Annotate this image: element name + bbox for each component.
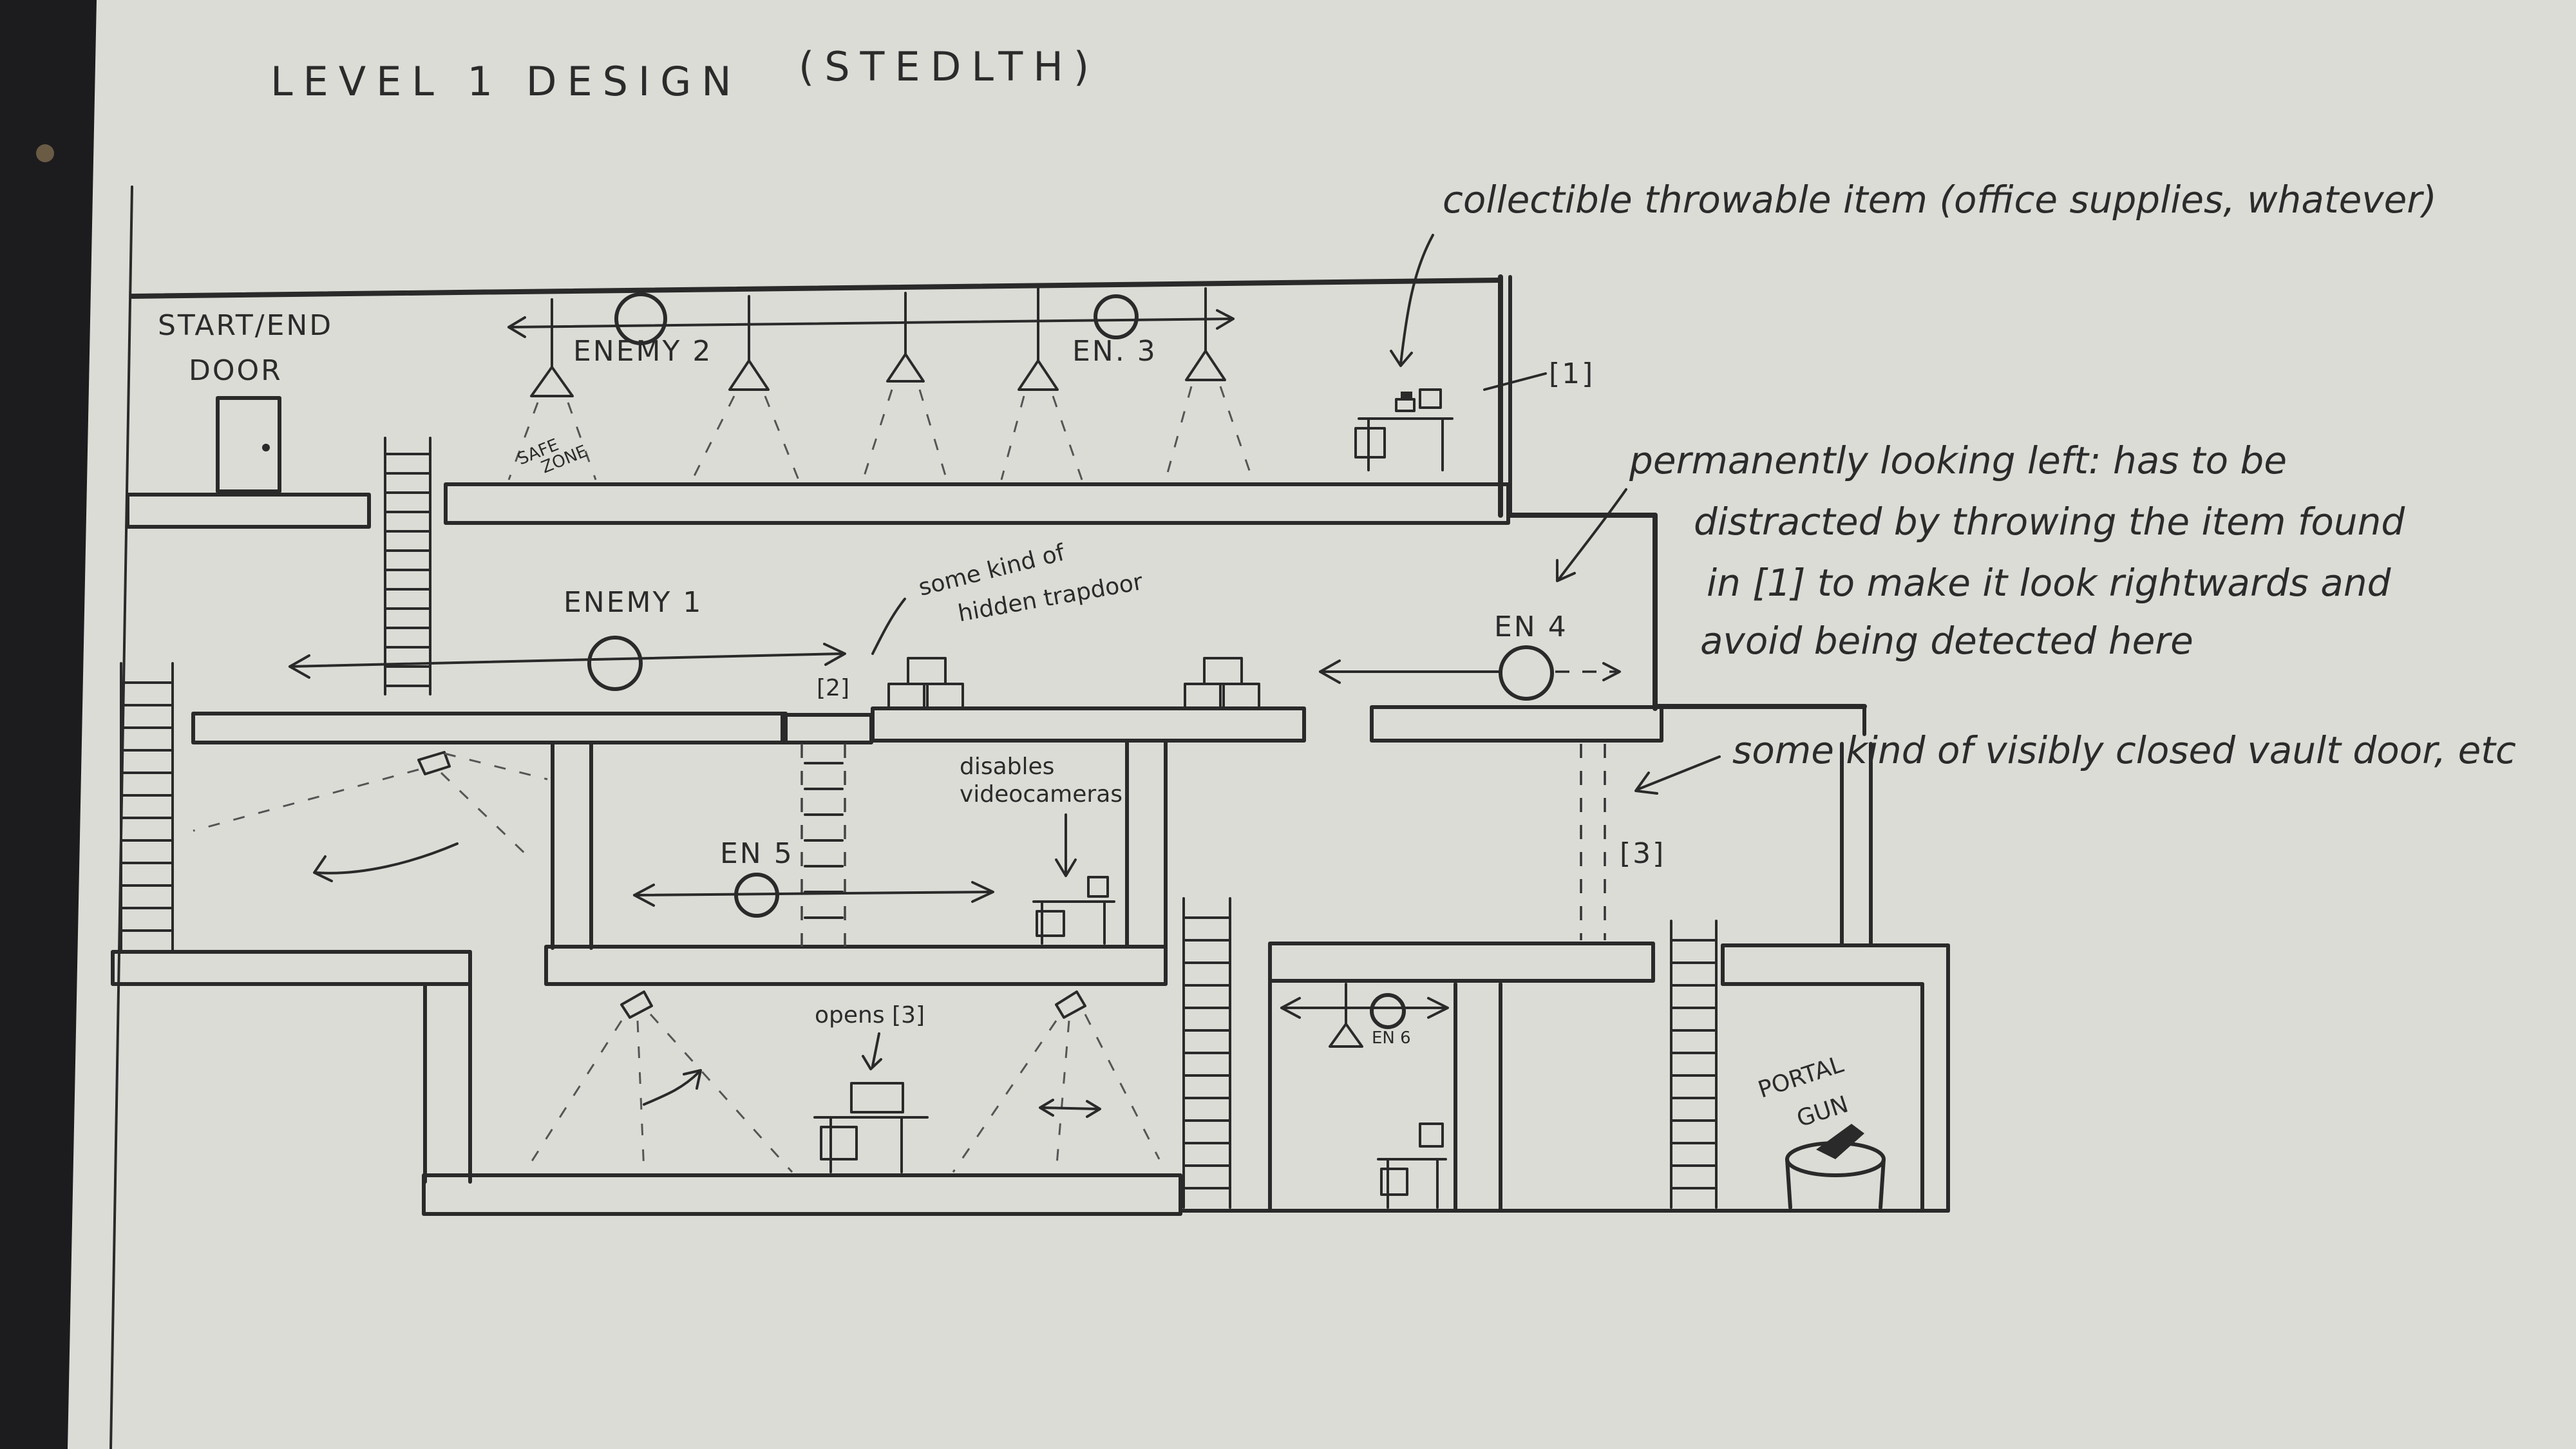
collectible-item-icon — [1401, 392, 1412, 398]
opens-note: opens [3] — [815, 1002, 925, 1028]
camera-icon — [886, 292, 925, 383]
enemy-4-patrol — [1319, 645, 1621, 701]
enemy-5-patrol — [633, 873, 994, 918]
enemy-4-arrow — [1557, 488, 1627, 581]
platform-floor4-left — [422, 1173, 1182, 1216]
start-end-label: START/END — [158, 309, 333, 342]
platform-floor2-mid — [871, 706, 1306, 743]
crates-right — [1184, 657, 1260, 710]
page-title: LEVEL 1 DESIGN — [270, 58, 742, 105]
pin-icon — [36, 144, 54, 162]
trapdoor-arrow — [871, 598, 906, 655]
desk-small — [1377, 1122, 1447, 1209]
platform-floor3-left — [111, 950, 472, 986]
enemy-5-marker — [734, 873, 779, 918]
floor-2 — [191, 704, 1867, 744]
start-end-door — [216, 396, 281, 493]
platform-floor2-left — [191, 712, 788, 744]
camera-icon — [728, 295, 770, 391]
enemy-6-marker — [1370, 993, 1406, 1029]
floor-4-camera-left — [524, 990, 793, 1173]
enemy-1-label: ENEMY 1 — [564, 586, 703, 619]
portal-gun-icon — [1816, 1124, 1864, 1159]
enemy-1-marker — [587, 636, 643, 691]
ladder-2 — [120, 662, 174, 951]
floor-3 — [111, 739, 1950, 1213]
floor-4-camera-right — [952, 990, 1160, 1173]
floor-4 — [422, 980, 1950, 1216]
platform-floor2-right — [1370, 705, 1663, 743]
enemy-4-note-3: in [1] to make it look rightwards and — [1707, 561, 2392, 605]
opens-arrow — [871, 1032, 880, 1067]
camera-icon — [1185, 287, 1226, 381]
wall-camera-left — [193, 751, 548, 882]
marker-1: [1] — [1549, 357, 1595, 390]
enemy-3-label: EN. 3 — [1072, 335, 1157, 368]
door-knob-icon — [262, 444, 270, 451]
platform-start — [126, 493, 371, 529]
disables-note: disables — [960, 753, 1054, 780]
enemy-5-label: EN 5 — [720, 837, 794, 870]
floor-1 — [126, 274, 1658, 711]
enemy-6-label: EN 6 — [1372, 1028, 1411, 1048]
desk-collectible — [1354, 388, 1454, 471]
marker-1-arrow — [1483, 372, 1547, 391]
collectible-arrow — [1399, 234, 1434, 365]
enemy-4-label: EN 4 — [1494, 611, 1568, 643]
ceiling-cameras — [507, 287, 1254, 480]
hidden-ladder — [800, 744, 846, 947]
start-end-label-2: DOOR — [189, 354, 283, 387]
enemy-1-patrol — [289, 636, 846, 691]
platform-floor3-mid — [544, 945, 1168, 986]
platform-floor1 — [444, 482, 1510, 525]
ladder-4 — [1670, 920, 1718, 1209]
enemy-4-note-4: avoid being detected here — [1700, 619, 2193, 663]
camera-icon — [530, 298, 574, 397]
page-subtitle: (STEDLTH) — [799, 43, 1099, 90]
enemy-4-note-1: permanently looking left: has to be — [1629, 439, 2287, 482]
vault-door — [1580, 744, 1606, 940]
disables-note-2: videocameras — [960, 781, 1122, 808]
camera-icon — [1018, 287, 1059, 391]
enemy-2-label: ENEMY 2 — [573, 335, 712, 368]
enemy-3-marker — [1094, 294, 1139, 339]
desk-camera-switch — [1032, 876, 1115, 945]
crates-left — [887, 657, 964, 710]
marker-3: [3] — [1620, 837, 1665, 870]
desk-vault-control — [813, 1082, 929, 1173]
vault-note: some kind of visibly closed vault door, … — [1732, 728, 2516, 772]
platform-floor3-right — [1268, 942, 1655, 983]
enemy-2-marker — [614, 292, 667, 345]
enemy-6-patrol — [1280, 983, 1449, 1048]
marker-2: [2] — [817, 675, 849, 701]
enemy-4-note-2: distracted by throwing the item found — [1694, 500, 2405, 544]
enemy-4-marker — [1499, 645, 1554, 701]
ladder-3 — [1182, 897, 1231, 1209]
vault-arrow — [1638, 755, 1721, 790]
ceiling-rail — [507, 292, 1235, 345]
ladder-1 — [384, 437, 431, 696]
collectible-note: collectible throwable item (office suppl… — [1443, 178, 2437, 222]
